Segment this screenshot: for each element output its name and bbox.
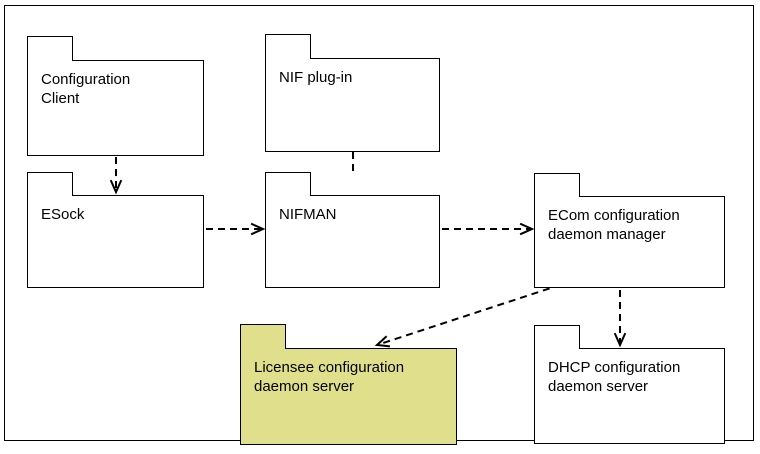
package-body-nif-plug-in: NIF plug-in [265,58,440,152]
package-tab-dhcp-configuration-daemon-server [534,325,580,349]
package-label-configuration-client: Configuration Client [41,71,131,107]
package-label-nifman: NIFMAN [279,206,337,223]
package-body-ecom-configuration-daemon-manager: ECom configuration daemon manager [534,196,725,288]
package-body-configuration-client: Configuration Client [27,60,204,156]
package-label-nif-plug-in: NIF plug-in [279,69,353,86]
package-body-dhcp-configuration-daemon-server: DHCP configuration daemon server [534,348,725,444]
package-tab-nif-plug-in [265,34,311,59]
package-label-licensee-configuration-daemon-server: Licensee configuration daemon server [254,359,405,395]
package-body-licensee-configuration-daemon-server: Licensee configuration daemon server [240,348,457,445]
package-label-esock: ESock [41,206,85,223]
package-tab-esock [27,172,73,196]
package-label-dhcp-configuration-daemon-server: DHCP configuration daemon server [548,359,681,395]
package-tab-licensee-configuration-daemon-server [240,324,286,349]
package-tab-configuration-client [27,36,73,61]
package-tab-nifman [265,172,311,196]
package-tab-ecom-configuration-daemon-manager [534,173,580,197]
package-body-nifman: NIFMAN [265,195,440,288]
package-body-esock: ESock [27,195,204,288]
package-label-ecom-configuration-daemon-manager: ECom configuration daemon manager [548,207,680,243]
